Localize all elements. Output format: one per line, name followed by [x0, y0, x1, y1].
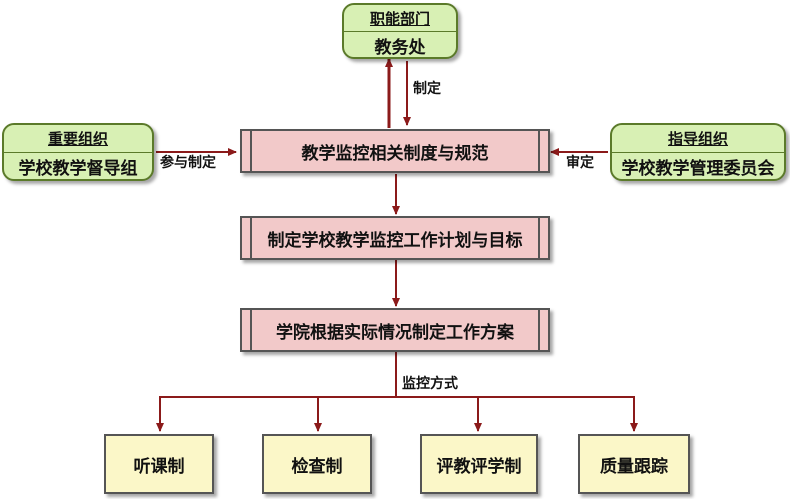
functional-dept-box: 职能部门 教务处 [342, 3, 458, 59]
important-org-header: 重要组织 [4, 125, 152, 153]
important-org-box: 重要组织 学校教学督导组 [2, 123, 154, 181]
method-label-4: 质量跟踪 [600, 456, 668, 477]
method-label-1: 听课制 [133, 456, 185, 477]
method-box-2: 检查制 [262, 434, 372, 494]
functional-dept-name: 教务处 [374, 37, 426, 58]
process-step-3-label: 学院根据实际情况制定工作方案 [276, 322, 514, 343]
process-step-2: 制定学校教学监控工作计划与目标 [240, 216, 550, 260]
important-org-name: 学校教学督导组 [18, 159, 138, 179]
method-box-3: 评教评学制 [420, 434, 538, 494]
process-step-3: 学院根据实际情况制定工作方案 [240, 308, 550, 352]
guiding-org-header: 指导组织 [612, 125, 784, 153]
method-label-2: 检查制 [291, 456, 343, 477]
method-box-1: 听课制 [104, 434, 214, 494]
method-label-3: 评教评学制 [436, 456, 522, 477]
process-step-1: 教学监控相关制度与规范 [240, 129, 550, 173]
process-step-2-label: 制定学校教学监控工作计划与目标 [267, 230, 523, 251]
edge-label-participate: 参与制定 [160, 155, 216, 171]
edge-label-formulate: 制定 [413, 81, 441, 97]
edge-label-monitoring-methods: 监控方式 [402, 376, 458, 392]
process-step-1-label: 教学监控相关制度与规范 [301, 143, 489, 164]
method-box-4: 质量跟踪 [578, 434, 690, 494]
edge-label-review: 审定 [566, 155, 594, 171]
functional-dept-header: 职能部门 [344, 5, 456, 32]
guiding-org-box: 指导组织 学校教学管理委员会 [610, 123, 786, 181]
guiding-org-name: 学校教学管理委员会 [621, 159, 775, 179]
